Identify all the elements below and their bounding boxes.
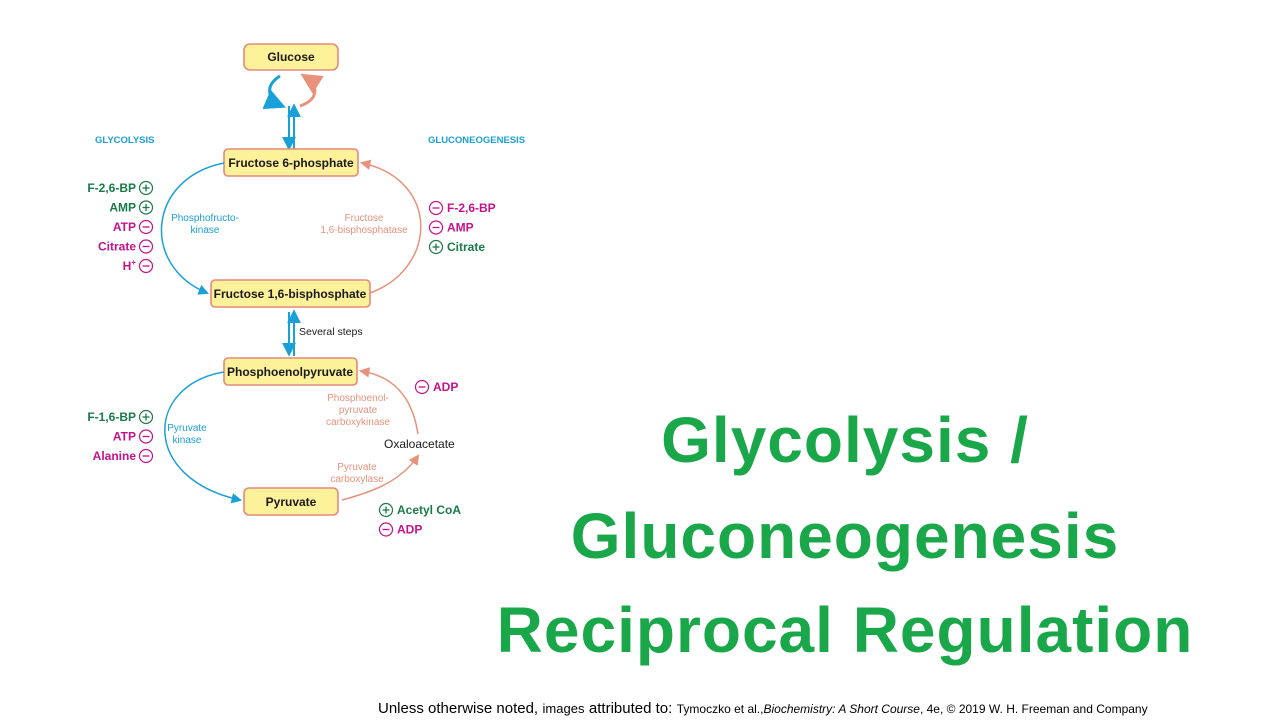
title-line-3: Reciprocal Regulation: [496, 594, 1194, 666]
regulator-label: Alanine: [93, 449, 137, 463]
fbpase-arrow: [359, 159, 422, 294]
regulator-label: AMP: [109, 201, 136, 215]
regulator-label: F-1,6-BP: [87, 410, 136, 424]
pfk-enzyme-label: Phosphofructo- kinase: [171, 213, 239, 236]
title-line-2: Gluconeogenesis: [570, 500, 1120, 572]
svg-text:kinase: kinase: [191, 225, 220, 236]
svg-text:Phosphoenol-: Phosphoenol-: [327, 393, 389, 404]
pfk-arrow: [160, 162, 225, 295]
f16bp-node: Fructose 1,6-bisphosphate: [210, 279, 371, 308]
regulator-label: Acetyl CoA: [397, 503, 461, 517]
footer-authors: Tymoczko et al.,: [676, 702, 764, 716]
svg-text:carboxykinase: carboxykinase: [326, 417, 390, 428]
regulator-label: Citrate: [447, 240, 485, 254]
pyruvate-label: Pyruvate: [266, 495, 317, 509]
footer-part2: images: [542, 701, 585, 716]
regulator-label: F-2,6-BP: [447, 201, 496, 215]
pyruvate-node: Pyruvate: [243, 487, 339, 516]
pepck-enzyme-label: Phosphoenol- pyruvate carboxykinase: [326, 393, 390, 428]
regulator-label: ADP: [433, 380, 458, 394]
fbpase-regulators: F-2,6-BP AMP Citrate: [428, 200, 496, 255]
svg-text:Pyruvate: Pyruvate: [167, 423, 207, 434]
footer-edition: , 4e, © 2019 W. H. Freeman and Company: [919, 702, 1148, 716]
f16bp-label: Fructose 1,6-bisphosphate: [214, 287, 367, 301]
several-steps-label: Several steps: [299, 326, 363, 338]
f16bp-pep-arrows: [282, 309, 301, 357]
title-line-1: Glycolysis /: [661, 404, 1029, 476]
glucose-uptake-arrow: [262, 74, 286, 110]
svg-text:Fructose: Fructose: [345, 213, 384, 224]
svg-text:pyruvate: pyruvate: [339, 405, 378, 416]
pepck-arrow: [358, 367, 419, 435]
svg-text:carboxylase: carboxylase: [330, 474, 384, 485]
glucose-node: Glucose: [243, 43, 339, 71]
regulator-label: F-2,6-BP: [87, 181, 136, 195]
pk-enzyme-label: Pyruvate kinase: [167, 423, 207, 446]
svg-text:Phosphofructo-: Phosphofructo-: [171, 213, 239, 224]
pc-arrow: [341, 454, 420, 501]
oxaloacetate-label: Oxaloacetate: [384, 437, 455, 451]
glycolysis-header: GLYCOLYSIS: [95, 135, 155, 146]
regulator-label: ADP: [397, 523, 422, 537]
glucose-f6p-arrows: [282, 103, 301, 151]
pc-enzyme-label: Pyruvate carboxylase: [330, 462, 384, 485]
regulator-label: ATP: [113, 220, 136, 234]
svg-text:kinase: kinase: [173, 435, 202, 446]
pepck-regulators: ADP: [414, 379, 458, 395]
pep-label: Phosphoenolpyruvate: [227, 365, 353, 379]
regulator-label: AMP: [447, 221, 474, 235]
footer-book: Biochemistry: A Short Course: [763, 702, 920, 716]
glucose-label: Glucose: [267, 50, 315, 64]
regulator-label: H+: [123, 258, 137, 273]
pk-regulators: F-1,6-BP ATP Alanine: [87, 409, 154, 464]
f6p-label: Fructose 6-phosphate: [228, 156, 354, 170]
gluconeogenesis-header: GLUCONEOGENESIS: [428, 135, 525, 146]
pk-arrow: [164, 371, 243, 504]
svg-text:Pyruvate: Pyruvate: [337, 462, 377, 473]
glucose-release-arrow: [299, 73, 324, 108]
regulator-label: ATP: [113, 430, 136, 444]
svg-text:1,6-bisphosphatase: 1,6-bisphosphatase: [320, 225, 408, 236]
f6p-node: Fructose 6-phosphate: [223, 148, 359, 177]
pep-node: Phosphoenolpyruvate: [223, 357, 358, 386]
pc-regulators: Acetyl CoA ADP: [378, 502, 461, 537]
footer-part3: attributed to:: [588, 700, 673, 717]
attribution-footer: Unless otherwise noted, images attribute…: [378, 700, 1148, 718]
footer-part1: Unless otherwise noted,: [378, 700, 539, 717]
regulator-label: Citrate: [98, 240, 136, 254]
fbpase-enzyme-label: Fructose 1,6-bisphosphatase: [320, 213, 408, 236]
